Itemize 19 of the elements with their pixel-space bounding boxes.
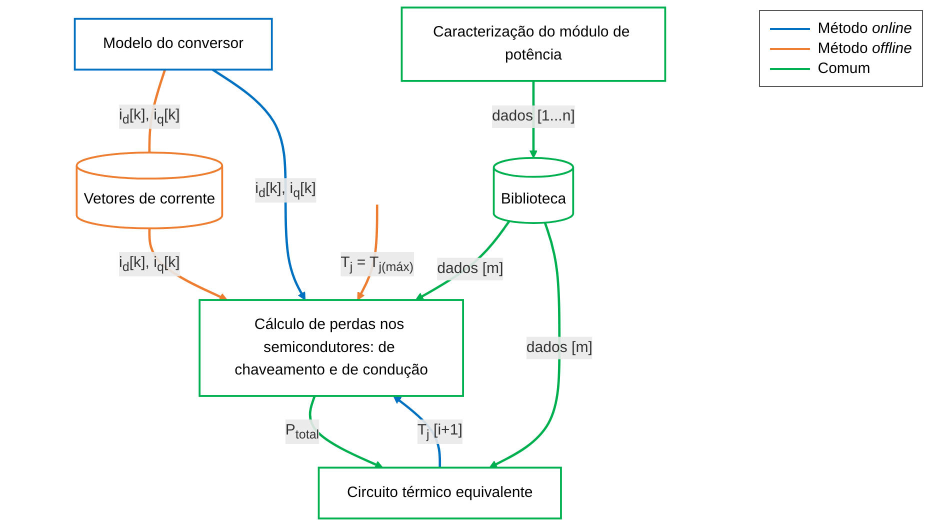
edge-label: T$_{j}$ = T$_{j(máx)}$ <box>340 254 414 274</box>
edge-label: i$_{d}$[k], i$_{q}$[k] <box>119 254 180 274</box>
legend-text: Comum <box>818 60 870 77</box>
arrow <box>489 222 561 468</box>
legend-text: Método online <box>818 20 912 37</box>
edge-label: P$_{total}$ <box>285 422 320 442</box>
legend-text: Método offline <box>818 40 912 57</box>
edge-label: T$_{j}$ [i+1] <box>417 422 462 442</box>
node-box: Modelo do conversor <box>74 18 273 71</box>
edge-label: dados [1...n] <box>492 108 575 124</box>
edge-label: dados [m] <box>526 340 592 356</box>
arrow <box>415 220 510 300</box>
arrow <box>212 68 306 300</box>
edge-label: dados [m] <box>437 260 504 277</box>
node-box: Cálculo de perdas nos semicondutores: de chaveamento e de condução <box>198 299 464 397</box>
edge-label: i$_{d}$[k], i$_{q}$[k] <box>119 107 180 126</box>
edge-label: i$_{d}$[k], i$_{q}$[k] <box>255 180 316 200</box>
node-box: Caracterização do módulo de potência <box>400 6 666 82</box>
node-box: Circuito térmico equivalente <box>318 466 562 520</box>
